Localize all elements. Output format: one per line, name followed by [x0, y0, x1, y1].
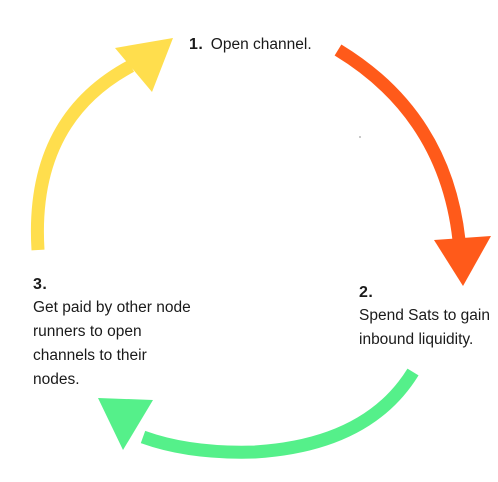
step-1: 1. Open channel. — [189, 33, 312, 57]
step-3-number: 3. — [33, 276, 48, 293]
step-2: 2. Spend Sats to gain inbound liquidity. — [359, 284, 498, 352]
step-3: 3. Get paid by other node runners to ope… — [33, 276, 193, 392]
step-2-number: 2. — [359, 284, 374, 301]
step-1-text: Open channel. — [210, 36, 312, 53]
step-3-text: Get paid by other node runners to open c… — [33, 299, 191, 388]
arrowhead-step2 — [434, 236, 491, 286]
step-2-text: Spend Sats to gain inbound liquidity. — [359, 307, 490, 348]
arrow-step1-to-step2 — [334, 44, 466, 241]
arrowhead-step3 — [98, 398, 153, 450]
arrow-step3-to-step1 — [30, 60, 135, 251]
speck — [359, 136, 361, 138]
step-1-number: 1. — [189, 36, 204, 53]
arrow-step2-to-step3 — [140, 368, 419, 459]
arrowhead-step1 — [115, 38, 173, 92]
